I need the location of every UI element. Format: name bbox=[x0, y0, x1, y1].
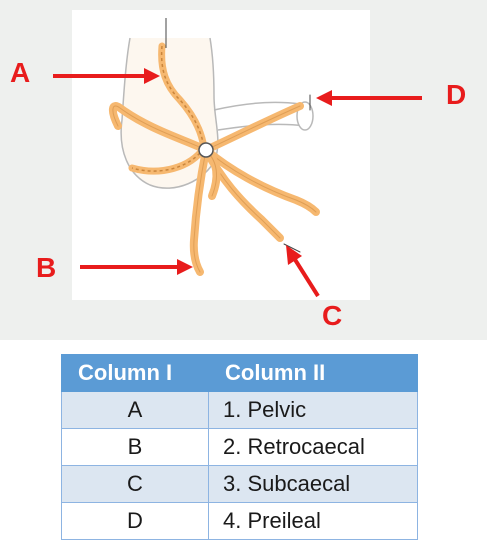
label-d: D bbox=[446, 79, 466, 110]
table-row: B 2. Retrocaecal bbox=[61, 428, 418, 466]
table-row: C 3. Subcaecal bbox=[61, 465, 418, 503]
arrow-c bbox=[286, 245, 320, 298]
label-a: A bbox=[10, 57, 30, 88]
header-column-1: Column I bbox=[61, 354, 209, 392]
label-b: B bbox=[36, 252, 56, 283]
cell-column-2: 1. Pelvic bbox=[208, 391, 418, 429]
label-c: C bbox=[322, 300, 342, 331]
table-row: A 1. Pelvic bbox=[61, 391, 418, 429]
header-column-2: Column II bbox=[208, 354, 418, 392]
table-row: D 4. Preileal bbox=[61, 502, 418, 540]
cell-column-1: C bbox=[61, 465, 209, 503]
cell-column-1: B bbox=[61, 428, 209, 466]
cell-column-1: A bbox=[61, 391, 209, 429]
appendix-diagram: A B C D bbox=[10, 18, 466, 331]
cell-column-2: 2. Retrocaecal bbox=[208, 428, 418, 466]
matching-table: Column I Column II A 1. Pelvic B 2. Retr… bbox=[61, 354, 418, 540]
table-header-row: Column I Column II bbox=[61, 354, 418, 392]
arrow-d bbox=[316, 90, 422, 106]
arrow-b bbox=[80, 259, 193, 275]
arrow-a bbox=[53, 68, 160, 84]
cell-column-2: 3. Subcaecal bbox=[208, 465, 418, 503]
diagram-figure-panel bbox=[72, 10, 370, 300]
ileocaecal-orifice bbox=[198, 142, 214, 158]
appendix-positions bbox=[109, 94, 320, 276]
appendix-retrocaecal bbox=[128, 42, 208, 175]
pointer-arrows bbox=[53, 68, 422, 298]
cell-column-2: 4. Preileal bbox=[208, 502, 418, 540]
cell-column-1: D bbox=[61, 502, 209, 540]
